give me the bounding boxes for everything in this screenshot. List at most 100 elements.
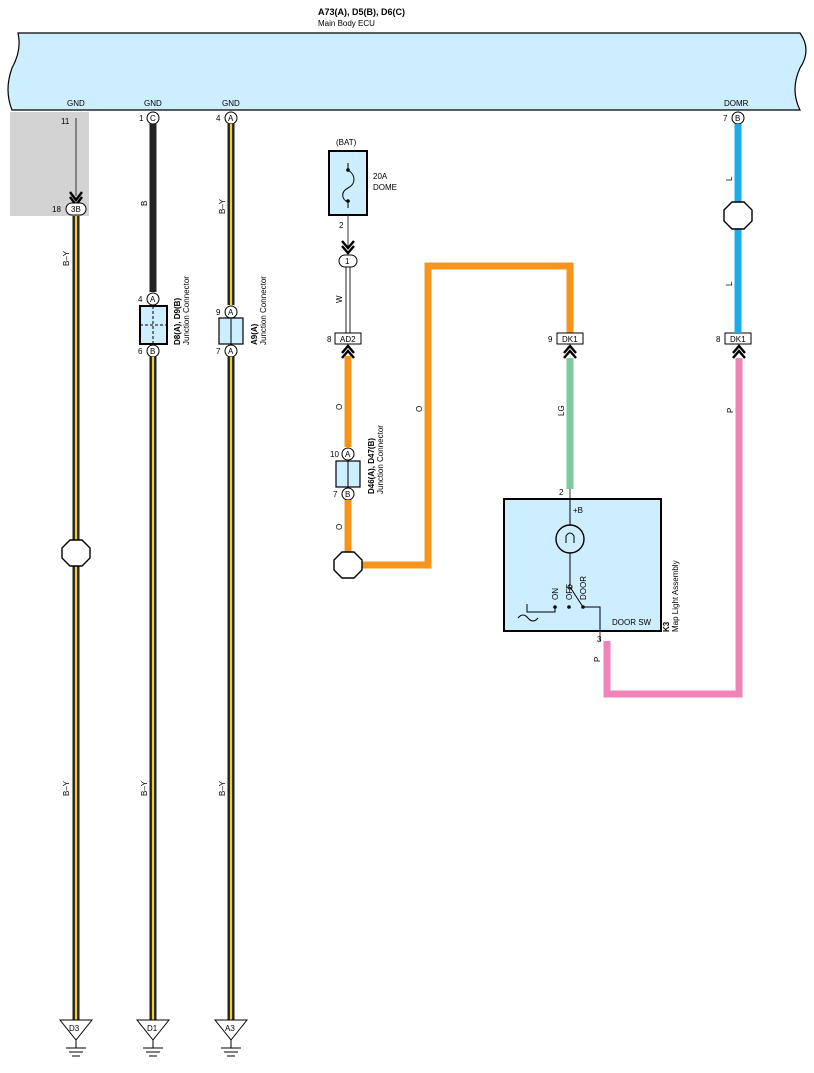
fuse-source: (BAT) [336,138,357,147]
pin-conn-c: C [150,114,156,123]
wire-label-by-5: B–Y [218,780,227,796]
ecu-connectors-label: A73(A), D5(B), D6(C) [318,7,405,17]
pin-conn-b: B [735,114,740,123]
wire-label-by-2: B–Y [62,780,71,796]
connector-dk1-p-pin: 8 [716,335,721,344]
map-light-id: K3 [662,621,671,632]
pin-number-4: 4 [216,114,221,123]
connector-3b-label: 3B [71,205,81,214]
pin-number-11: 11 [61,117,70,126]
ground-triangle-d3 [58,1019,94,1041]
chevron-icon [69,191,83,202]
ground-label-d3: D3 [69,1024,80,1033]
map-light-name: Map Light Assembly [671,560,680,632]
ground-triangle-d1 [135,1019,171,1041]
wire-label-by-4: B–Y [218,198,227,214]
splice-icon [61,539,91,567]
ground-label-d1: D1 [147,1024,158,1033]
connector-dk1-lg-pin: 9 [548,335,553,344]
junction-d8-conn-bottom: B [150,347,155,356]
wire-label-by-3: B–Y [140,780,149,796]
connector-dk1-lg [556,332,584,345]
pin-circle-d46-top [341,447,355,461]
pin-name-gnd-3: GND [222,99,240,108]
pin-name-gnd-2: GND [144,99,162,108]
bulb-filament [565,532,575,543]
wire-label-o-3: O [415,406,424,412]
switch-door-wire [583,606,601,631]
wire-p [603,358,743,698]
pin-name-domr: DOMR [724,99,749,108]
wire-o-3 [360,262,574,569]
map-light-b-label: +B [573,506,583,515]
fuse-rating: 20A [373,172,388,181]
switch-pos-off: OFF [565,584,574,600]
junction-a9-pin-top: 9 [216,308,221,317]
junction-d8-pin-bottom: 6 [138,347,143,356]
fuse-terminal [346,168,350,172]
junction-d8-title: D8(A), D9(B) [173,298,182,345]
splice-icon [723,201,753,230]
junction-d8-subtitle: Junction Connector [182,276,191,345]
map-light-assembly [503,498,662,632]
fuse-terminal [346,199,350,203]
wire-label-l-1: L [725,176,734,181]
wire-label-l-2: L [725,281,734,286]
map-light-pin-sw: 3 [597,635,602,644]
wire-label-p-1: P [593,657,602,662]
switch-contact-off [567,605,571,609]
chevron-up-icon [563,349,577,359]
junction-a9-subtitle: Junction Connector [259,276,268,345]
chevron-icon [341,245,355,255]
fuse-pin-in-box [338,254,358,268]
chevron-up-icon [341,349,355,359]
chevron-up-icon [732,344,746,354]
fuse-pin-out: 2 [339,221,344,230]
chevron-up-icon [732,349,746,359]
switch-pos-on: ON [551,588,560,600]
pin-number-7: 7 [723,114,728,123]
fuse-name: DOME [373,183,397,192]
junction-d8-pin-top: 4 [138,295,143,304]
junction-a9-title: A9(A) [250,323,259,345]
junction-a9-conn-bottom: A [228,347,234,356]
map-light-sw-label: DOOR SW [612,618,652,627]
switch-on-wire [526,604,556,613]
switch-pos-door: DOOR [579,576,588,600]
wire-label-by-1: B–Y [62,250,71,266]
junction-d46-pin-bottom: 7 [333,490,338,499]
connector-ad2 [334,332,362,345]
wire-label-w: W [335,295,344,303]
junction-a9-pin-bottom: 7 [216,347,221,356]
connector-dk1-p-label: DK1 [730,335,746,344]
pin-conn-a: A [228,114,234,123]
junction-d46-pin-top: 10 [330,450,339,459]
junction-d46-title: D46(A), D47(B) [367,438,376,494]
splice-icon [333,551,363,579]
pin-name-gnd-1: GND [67,99,85,108]
junction-a9-conn-top: A [228,308,234,317]
junction-d46-conn-bottom: B [345,490,350,499]
junction-d46-conn-top: A [345,450,351,459]
connector-dk1-lg-label: DK1 [562,335,578,344]
connector-3b [65,202,87,216]
pin-number-18: 18 [52,205,61,214]
wire-label-lg: LG [557,405,566,416]
fuse-icon [342,163,355,208]
map-light-pin-b: 2 [559,488,564,497]
ground-triangle-a3 [213,1019,249,1041]
wire-label-o-2: O [335,524,344,530]
wire-label-p-2: P [726,408,735,413]
tilde-icon [517,614,539,622]
ground-label-a3: A3 [225,1024,235,1033]
junction-d8-conn-top: A [150,295,156,304]
ecu-name-label: Main Body ECU [318,19,375,28]
pin-number-1: 1 [139,114,144,123]
junction-d46-subtitle: Junction Connector [376,425,385,494]
connector-ad2-label: AD2 [340,335,356,344]
chevron-up-icon [341,344,355,354]
fuse-pin-in: 1 [345,257,350,266]
connector-ad2-pin: 8 [327,335,332,344]
chevron-up-icon [563,344,577,354]
